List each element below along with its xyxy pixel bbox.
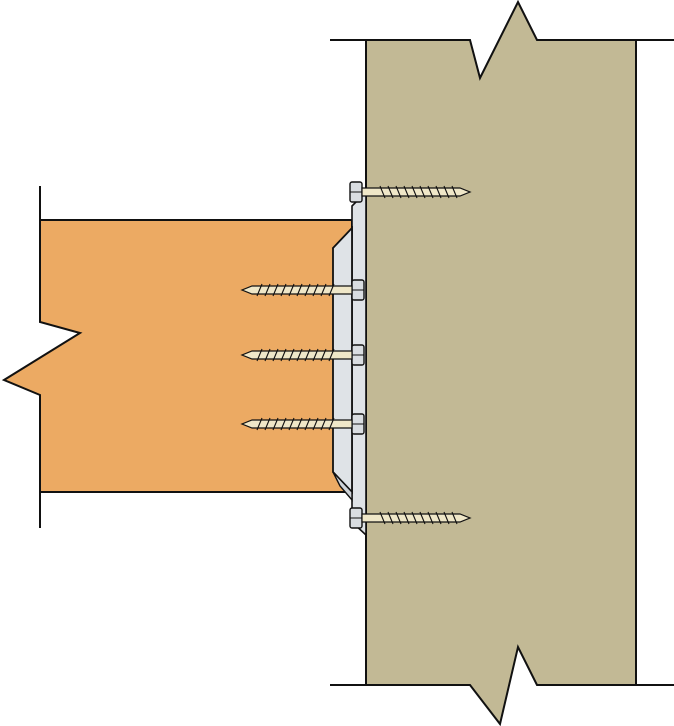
header-screw-top-thread [379,185,386,199]
header-screw-top-thread [395,185,402,199]
header-screw-top-thread [403,185,410,199]
header-screw-top-shank [361,187,472,197]
beam-screw-upper-thread [288,283,295,297]
header-screw-top-thread [387,185,394,199]
beam-screw-lower-thread [320,417,327,431]
header-screw-top-thread [427,185,434,199]
header-screw-top-thread [443,185,450,199]
header-screw-bottom-thread [411,511,418,525]
header-screw-bottom-thread [435,511,442,525]
beam-screw-lower-thread [264,417,271,431]
beam-screw-upper-thread [304,283,311,297]
header-screw-bottom-thread [451,511,458,525]
header-screw-bottom-thread [419,511,426,525]
beam-screw-lower-thread [304,417,311,431]
header-fill [365,0,637,726]
hanger-seat-plate [332,225,353,495]
header-screw-top-thread [435,185,442,199]
beam-screw-lower-thread [272,417,279,431]
beam-screw-upper-thread [264,283,271,297]
beam-screw-middle-thread [272,348,279,362]
beam-screw-lower [240,413,365,435]
header-screw-bottom-thread [427,511,434,525]
beam-screw-lower-thread [280,417,287,431]
beam-screw-middle-thread [256,348,263,362]
beam-screw-lower-thread [256,417,263,431]
beam-screw-middle-thread [304,348,311,362]
beam-screw-upper-thread [320,283,327,297]
header-screw-top-thread [451,185,458,199]
beam-screw-lower-thread [296,417,303,431]
beam-screw-middle-thread [320,348,327,362]
beam-screw-middle [240,344,365,366]
hanger-lip-bottom [332,471,353,502]
beam-screw-middle-thread [328,348,335,362]
beam-screw-middle-thread [264,348,271,362]
beam-screw-middle-thread [288,348,295,362]
beam-screw-upper-thread [312,283,319,297]
beam-screw-upper-thread [272,283,279,297]
header-screw-top-thread [419,185,426,199]
beam-screw-middle-thread [312,348,319,362]
beam-screw-lower-thread [288,417,295,431]
beam-screw-upper-thread [296,283,303,297]
header-member [330,0,674,726]
beam-screw-middle-thread [280,348,287,362]
header-screw-bottom-thread [403,511,410,525]
beam-screw-upper-thread [280,283,287,297]
header-screw-bottom-thread [379,511,386,525]
beam-screw-lower-thread [328,417,335,431]
header-screw-bottom [349,507,472,529]
beam-screw-upper [240,279,365,301]
beam-screws [240,279,365,435]
beam-screw-middle-thread [296,348,303,362]
beam-screw-upper-thread [328,283,335,297]
header-screw-bottom-thread [387,511,394,525]
beam-screw-lower-thread [312,417,319,431]
beam-screw-upper-thread [256,283,263,297]
header-screw-bottom-thread [395,511,402,525]
header-screw-bottom-shank [361,513,472,523]
header-screw-top [349,181,472,203]
header-screw-top-thread [411,185,418,199]
header-screw-bottom-thread [443,511,450,525]
header-screws [349,181,472,529]
